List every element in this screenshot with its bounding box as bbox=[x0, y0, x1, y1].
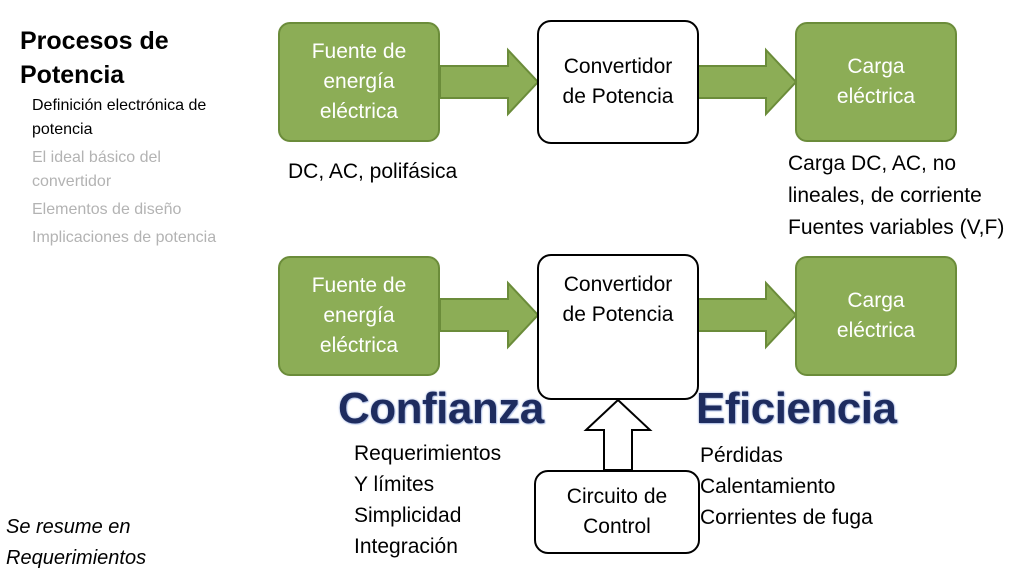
sidebar-title: Procesos de Potencia bbox=[20, 27, 169, 89]
confianza-item: Requerimientos bbox=[354, 442, 502, 465]
top-source-label: Fuente de energía eléctrica bbox=[311, 40, 407, 123]
eficiencia-item: Pérdidas bbox=[700, 444, 783, 467]
eficiencia-item: Corrientes de fuga bbox=[700, 506, 873, 529]
bottom-arrow-source-converter bbox=[439, 280, 540, 350]
confianza-item: Y límites bbox=[354, 473, 435, 496]
control-circuit-label: Circuito de Control bbox=[566, 485, 668, 538]
confianza-item: Simplicidad bbox=[354, 504, 462, 527]
control-circuit-box: Circuito de Control bbox=[534, 470, 700, 554]
top-converter-label: Convertidor de Potencia bbox=[562, 55, 674, 108]
top-arrow-converter-load bbox=[697, 47, 798, 117]
summary-note: Se resume en Requerimientos bbox=[6, 516, 147, 569]
load-caption-line1: Carga DC, AC, no bbox=[788, 152, 957, 175]
bottom-arrow-converter-load bbox=[697, 280, 798, 350]
control-arrow bbox=[583, 398, 653, 471]
confianza-item: Integración bbox=[354, 535, 458, 558]
top-converter-box: Convertidor de Potencia bbox=[537, 20, 699, 144]
load-caption-line2: lineales, de corriente bbox=[788, 184, 982, 207]
bottom-converter-label: Convertidor de Potencia bbox=[562, 273, 674, 326]
bottom-converter-box: Convertidor de Potencia bbox=[537, 254, 699, 400]
bottom-source-box: Fuente de energía eléctrica bbox=[278, 256, 440, 376]
sidebar-item-ideal[interactable]: El ideal básico del convertidor bbox=[32, 149, 161, 190]
confianza-heading: Confianza bbox=[338, 384, 544, 433]
eficiencia-item: Calentamiento bbox=[700, 475, 836, 498]
eficiencia-heading: Eficiencia bbox=[696, 384, 897, 433]
bottom-load-box: Carga eléctrica bbox=[795, 256, 957, 376]
bottom-source-label: Fuente de energía eléctrica bbox=[311, 274, 407, 357]
load-caption-line3: Fuentes variables (V,F) bbox=[788, 216, 1005, 239]
bottom-load-label: Carga eléctrica bbox=[836, 289, 916, 342]
sidebar-item-definicion[interactable]: Definición electrónica de potencia bbox=[32, 97, 207, 138]
top-load-box: Carga eléctrica bbox=[795, 22, 957, 142]
sidebar-item-implicaciones[interactable]: Implicaciones de potencia bbox=[32, 229, 217, 246]
source-caption: DC, AC, polifásica bbox=[288, 160, 458, 183]
top-load-label: Carga eléctrica bbox=[836, 55, 916, 108]
top-source-box: Fuente de energía eléctrica bbox=[278, 22, 440, 142]
sidebar-item-elementos[interactable]: Elementos de diseño bbox=[32, 201, 182, 218]
top-arrow-source-converter bbox=[439, 47, 540, 117]
